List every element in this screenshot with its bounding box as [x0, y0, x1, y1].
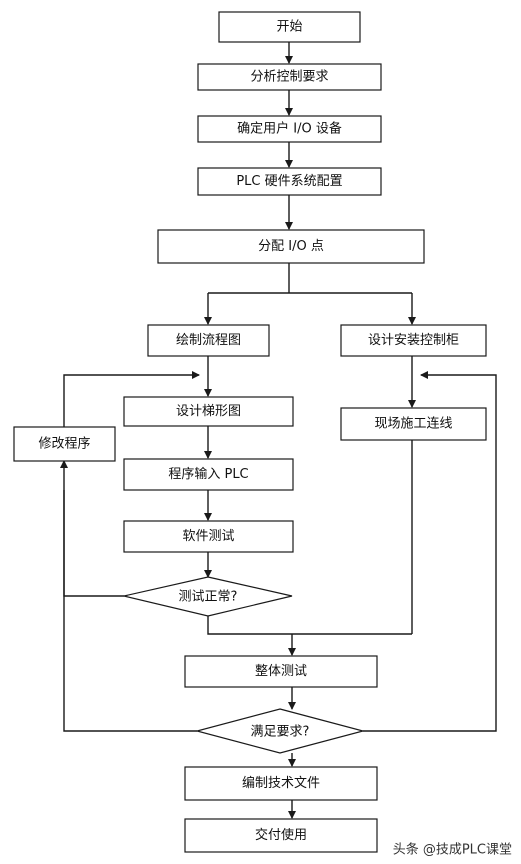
node-plc-hw-label: PLC 硬件系统配置: [236, 174, 342, 189]
arrow-meetreq-no-right: [363, 371, 497, 732]
node-docs-label: 编制技术文件: [242, 776, 320, 791]
node-modify: 修改程序: [13, 426, 116, 462]
node-test-ok-decision: 测试正常?: [123, 576, 293, 617]
node-sw-test-label: 软件测试: [182, 529, 234, 544]
node-start: 开始: [218, 11, 361, 43]
node-plc-hw: PLC 硬件系统配置: [197, 167, 382, 196]
node-sw-test: 软件测试: [123, 520, 294, 553]
connectors: [60, 42, 497, 819]
node-wiring: 现场施工连线: [340, 407, 487, 441]
watermark-text: 头条 @技成PLC课堂: [393, 842, 512, 858]
node-flowchart-label: 绘制流程图: [176, 333, 241, 348]
node-docs: 编制技术文件: [184, 766, 378, 801]
node-wiring-label: 现场施工连线: [374, 416, 452, 432]
node-flowchart: 绘制流程图: [147, 324, 270, 357]
node-input-plc: 程序输入 PLC: [123, 458, 294, 491]
node-overall-test-label: 整体测试: [255, 664, 307, 679]
node-io-devices-label: 确定用户 I/O 设备: [237, 121, 342, 137]
node-assign-io: 分配 I/O 点: [157, 229, 425, 264]
node-input-plc-label: 程序输入 PLC: [168, 466, 248, 482]
arrow-modify-to-ladder: [63, 371, 200, 427]
node-analyze-label: 分析控制要求: [250, 70, 328, 85]
arrow-testok-no-to-modify: [60, 460, 124, 597]
node-meet-req-decision: 满足要求?: [194, 708, 366, 754]
node-overall-test: 整体测试: [184, 655, 378, 688]
node-cabinet-label: 设计安装控制柜: [368, 333, 459, 348]
node-cabinet: 设计安装控制柜: [340, 324, 487, 357]
node-deliver-label: 交付使用: [255, 827, 307, 843]
line-testok-yes: [207, 616, 412, 635]
node-ladder-label: 设计梯形图: [176, 404, 241, 419]
node-meet-req-label: 满足要求?: [251, 725, 310, 740]
node-deliver: 交付使用: [184, 818, 378, 853]
line-meetreq-no-left: [63, 490, 197, 732]
node-start-label: 开始: [276, 20, 302, 35]
node-modify-label: 修改程序: [38, 437, 90, 452]
node-io-devices: 确定用户 I/O 设备: [197, 115, 382, 143]
node-assign-io-label: 分配 I/O 点: [258, 239, 324, 254]
node-analyze: 分析控制要求: [197, 63, 382, 91]
node-test-ok-label: 测试正常?: [179, 590, 238, 605]
node-ladder: 设计梯形图: [123, 396, 294, 427]
